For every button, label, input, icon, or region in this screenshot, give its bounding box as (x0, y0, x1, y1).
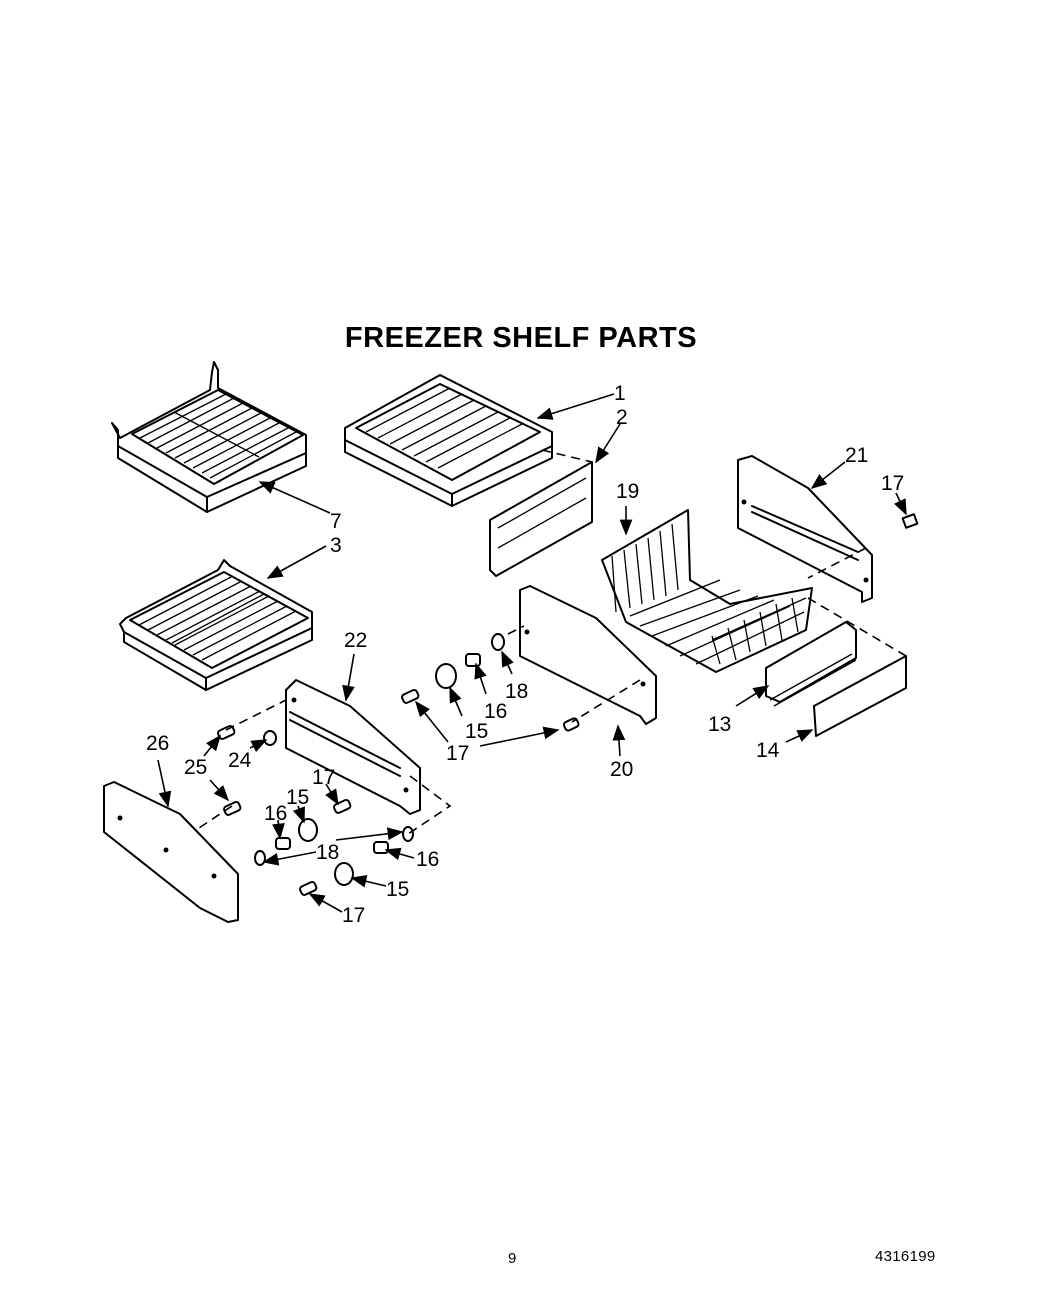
callout-17-lower-bottom: 17 (342, 904, 365, 927)
callout-2: 2 (616, 406, 628, 429)
side-panel-part-20 (519, 585, 657, 725)
callout-16-center: 16 (484, 700, 507, 723)
shelf-part-1 (344, 374, 553, 507)
callout-1: 1 (614, 382, 626, 405)
side-panel-part-26 (103, 781, 239, 923)
callout-13: 13 (708, 713, 731, 736)
callout-21: 21 (845, 444, 868, 467)
callout-22: 22 (344, 629, 367, 652)
callout-7: 7 (330, 510, 342, 533)
callout-19: 19 (616, 480, 639, 503)
callout-16-lower-left: 16 (264, 802, 287, 825)
callout-16-lower-right: 16 (416, 848, 439, 871)
callout-labels: 1 2 7 3 21 17 19 22 18 16 15 17 20 13 14… (146, 382, 904, 927)
leader-lines (157, 393, 907, 913)
page-number: 9 (508, 1250, 517, 1267)
wire-basket-part-19 (601, 509, 813, 673)
callout-17-lower-top: 17 (312, 766, 335, 789)
callout-18-lower: 18 (316, 841, 339, 864)
callout-3: 3 (330, 534, 342, 557)
callout-26: 26 (146, 732, 169, 755)
shelf-trim-part-2 (489, 461, 593, 577)
document-number: 4316199 (875, 1248, 936, 1265)
callout-15-lower-bottom: 15 (386, 878, 409, 901)
shelf-part-3 (119, 559, 313, 691)
callout-18-center: 18 (505, 680, 528, 703)
shelf-part-7 (111, 361, 307, 513)
callout-15-center: 15 (465, 720, 488, 743)
callout-25: 25 (184, 756, 207, 779)
page-title: FREEZER SHELF PARTS (344, 322, 698, 354)
callout-14: 14 (756, 739, 780, 762)
callout-17-right: 17 (881, 472, 904, 495)
callout-24: 24 (228, 749, 252, 772)
callout-17-center: 17 (446, 742, 469, 765)
callout-20: 20 (610, 758, 633, 781)
hardware-parts (217, 513, 919, 896)
assembly-dashed-lines (195, 449, 907, 835)
side-panel-part-21 (737, 455, 873, 603)
callout-15-lower-top: 15 (286, 786, 309, 809)
panel-part-14 (813, 655, 907, 737)
side-panel-part-22 (285, 679, 421, 815)
